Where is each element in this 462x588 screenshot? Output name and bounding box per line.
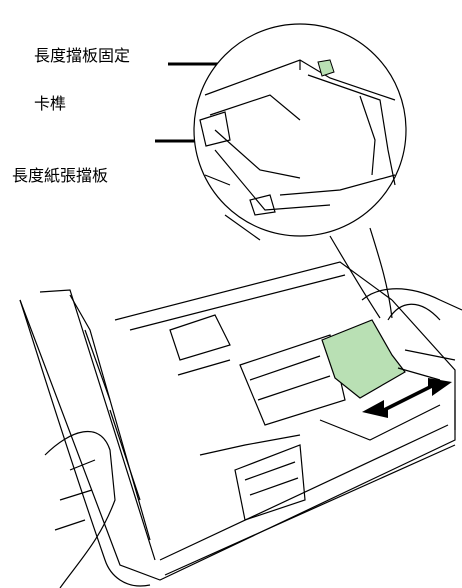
label-length-paper-guide: 長度紙張擋板 <box>12 166 109 185</box>
label-length-stopper-lock: 長度擋板固定 <box>34 46 131 65</box>
magnified-inset <box>193 23 407 319</box>
stopper-lock-highlight-inset <box>317 59 335 77</box>
length-guide-highlight <box>321 319 406 399</box>
cassette-body <box>19 261 456 587</box>
left-hand <box>44 431 116 588</box>
right-hand <box>361 288 462 381</box>
label-latch: 卡榫 <box>34 94 67 113</box>
slide-direction-arrow <box>362 378 452 418</box>
